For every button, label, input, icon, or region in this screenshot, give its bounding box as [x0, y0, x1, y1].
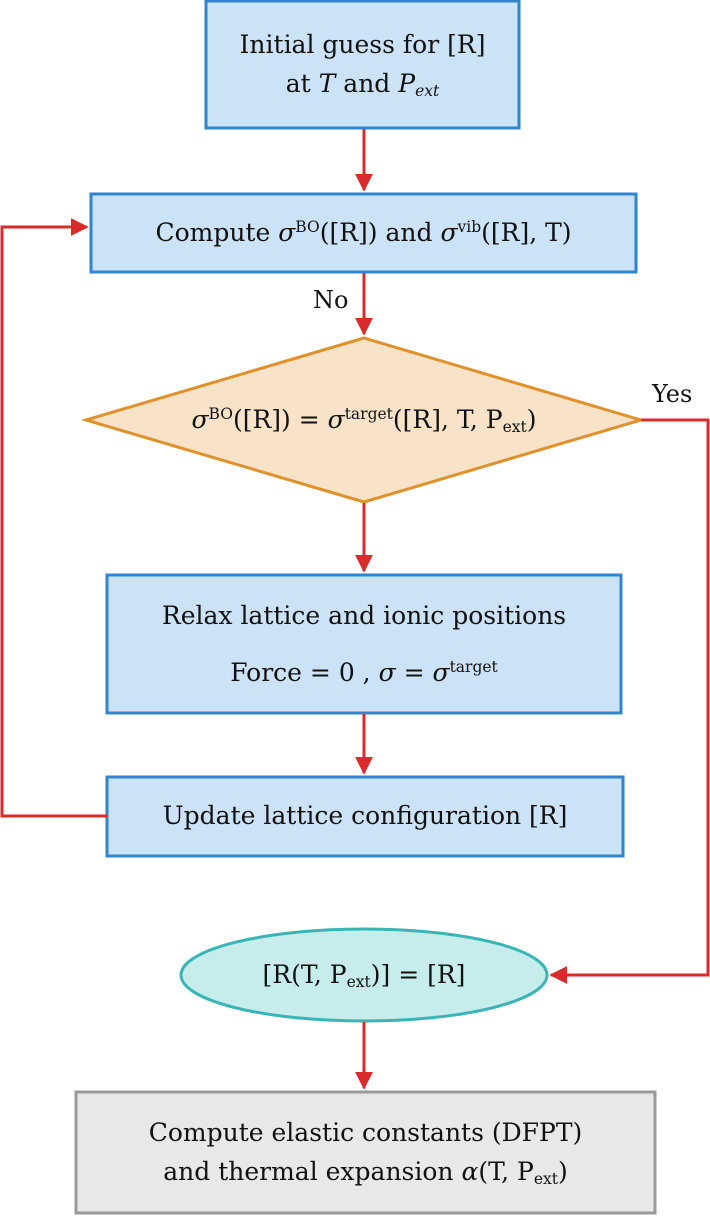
compute-sigma-label: Compute σBO([R]) and σvib([R], T) [91, 194, 636, 272]
temperature-symbol: T [318, 68, 336, 98]
final-line1: Compute elastic constants (DFPT) [148, 1117, 583, 1147]
decision-ext-subscript: ext [502, 418, 527, 437]
yes-label: Yes [652, 380, 693, 408]
arrow-update-loop-back [0, 218, 107, 818]
final-line2: and thermal expansion α(T, Pext) [163, 1153, 568, 1192]
decision-target-argument: ([R], T, P [392, 404, 503, 434]
relax-target-superscript: target [449, 658, 498, 677]
initial-guess-and: and [335, 68, 399, 98]
compute-sigma-line: Compute σBO([R]) and σvib([R], T) [155, 214, 571, 253]
initial-guess-line2: at T and Pext [286, 65, 439, 104]
initial-guess-label: Initial guess for [R] at T and Pext [206, 1, 519, 128]
decision-sigma-target: σ [327, 404, 345, 434]
arrow-yes-to-result [549, 418, 710, 984]
update-text: Update lattice configuration [R] [162, 801, 568, 831]
alpha-argument: (T, P [478, 1156, 534, 1186]
compute-sigma-box [89, 192, 638, 274]
thermal-expansion-text: and thermal expansion [163, 1156, 462, 1186]
alpha-close-paren: ) [557, 1156, 568, 1186]
decision-diamond [80, 336, 647, 504]
relax-sigma-target: σ [432, 658, 450, 687]
sigma-bo-symbol: σ [278, 217, 296, 247]
sigma-vib-argument: ([R], T) [481, 217, 572, 247]
relax-line2: Force = 0 , σ = σtarget [230, 644, 498, 702]
pressure-symbol: P [398, 68, 416, 98]
result-ellipse [179, 927, 549, 1023]
no-label: No [313, 286, 349, 314]
result-lhs: [R(T, P [262, 959, 347, 989]
initial-guess-box [204, 0, 521, 130]
decision-close-paren: ) [526, 404, 537, 434]
initial-guess-at: at [285, 68, 319, 98]
final-box [74, 1090, 657, 1215]
sigma-bo-superscript: BO [295, 218, 320, 237]
result-label: [R(T, Pext)] = [R] [181, 929, 547, 1021]
relax-box [105, 573, 623, 715]
compute-word: Compute [155, 217, 279, 247]
relax-label: Relax lattice and ionic positions Force … [107, 575, 621, 713]
sigma-vib-superscript: vib [457, 218, 482, 237]
alpha-symbol: α [461, 1156, 479, 1186]
final-label: Compute elastic constants (DFPT) and the… [76, 1092, 655, 1213]
pressure-subscript: ext [415, 82, 440, 101]
result-ext-subscript: ext [346, 973, 371, 992]
relax-line1: Relax lattice and ionic positions [161, 600, 567, 630]
sigma-bo-argument: ([R]) [319, 217, 378, 247]
sigma-vib-symbol: σ [440, 217, 458, 247]
decision-condition: σBO([R]) = σtarget([R], T, Pext) [191, 401, 536, 440]
decision-bo-argument: ([R]) = [232, 404, 328, 434]
result-rhs: )] = [R] [370, 959, 466, 989]
update-label: Update lattice configuration [R] [107, 777, 623, 856]
force-zero-text: Force = 0 , [230, 658, 379, 687]
decision-label: σBO([R]) = σtarget([R], T, Pext) [86, 380, 642, 460]
compute-and: and [377, 217, 441, 247]
initial-guess-line1: Initial guess for [R] [239, 29, 486, 59]
result-equation: [R(T, Pext)] = [R] [263, 956, 466, 995]
decision-target-superscript: target [344, 405, 393, 424]
alpha-ext-subscript: ext [533, 1170, 558, 1189]
decision-sigma-bo: σ [191, 404, 209, 434]
decision-bo-superscript: BO [208, 405, 233, 424]
relax-sigma: σ [378, 658, 396, 687]
relax-equals: = [395, 658, 433, 687]
